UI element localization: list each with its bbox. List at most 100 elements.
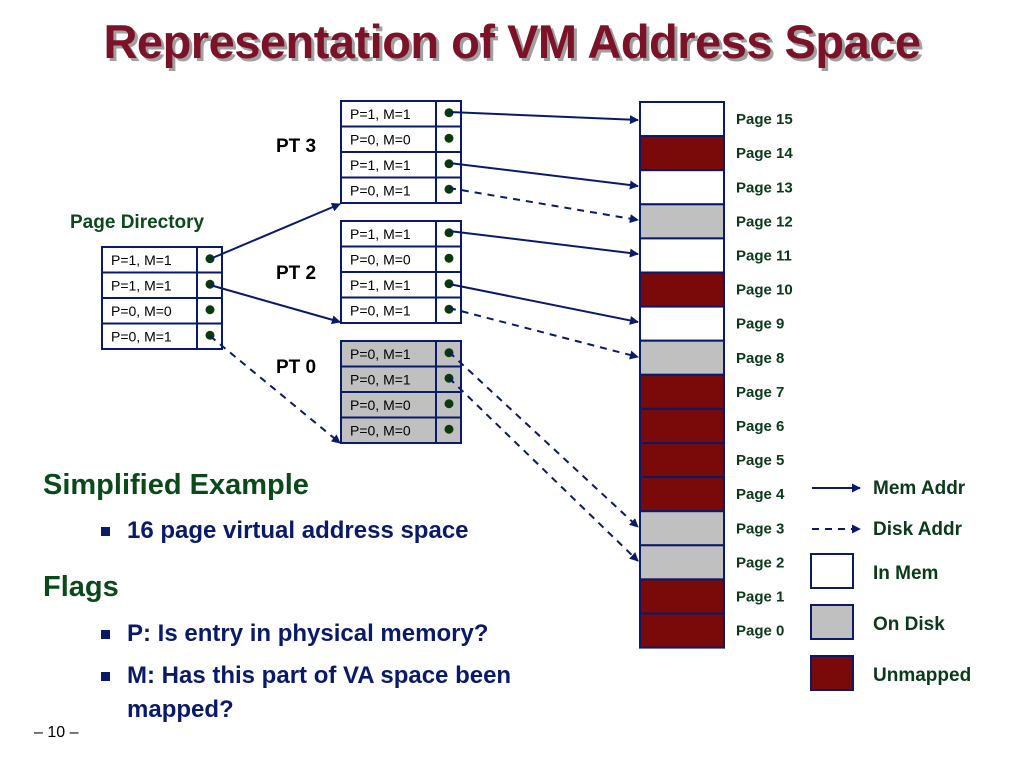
page-label: Page 9 (736, 316, 784, 333)
pt2-entry-text: P=1, M=1 (350, 277, 411, 293)
page-2-block: Page 2 (639, 544, 784, 581)
page-cell (639, 101, 725, 138)
legend-disk-addr-label: Disk Addr (873, 519, 963, 540)
legend-mem-addr-label: Mem Addr (873, 478, 966, 499)
pd-to-pt0-disk-arrow (209, 335, 341, 444)
pt0-entry: P=0, M=1 (340, 365, 462, 393)
pt3-to-page12-disk-arrow (448, 187, 639, 224)
bullet-square-icon (101, 630, 110, 639)
slide-title: Representation of VM Address Space (103, 15, 921, 68)
pt3-pointer-dot (444, 133, 454, 143)
page-label: Page 10 (736, 282, 793, 299)
page-label: Page 2 (736, 554, 784, 571)
page-cell (639, 476, 725, 513)
pt0-entry: P=0, M=1 (340, 340, 462, 368)
pd-entry-text: P=0, M=1 (111, 328, 172, 344)
pt3-entry: P=1, M=1 (340, 151, 462, 179)
page-cell (639, 169, 725, 206)
page-label: Page 8 (736, 350, 784, 367)
page-table-0: P=0, M=1P=0, M=1P=0, M=0P=0, M=0 (340, 340, 462, 444)
page-11-block: Page 11 (639, 237, 792, 274)
page-label: Page 12 (736, 213, 793, 230)
pt2-pointer-dot (444, 228, 454, 238)
pd-pointer-dot (205, 279, 215, 289)
page-0-block: Page 0 (639, 612, 784, 649)
pt2-to-page11-arrow (448, 230, 639, 258)
pt3-pointer-dot (444, 184, 454, 194)
page-label: Page 13 (736, 179, 793, 196)
page-cell (639, 203, 725, 240)
legend: Mem Addr Disk Addr In Mem On Disk Unmapp… (810, 478, 971, 691)
pt0-to-page3-disk-arrow (448, 351, 639, 528)
pt2-entry: P=1, M=1 (340, 220, 462, 248)
heading-simplified-example: Simplified Example (43, 469, 309, 501)
pd-to-pt2-arrow (209, 284, 341, 325)
pt2-entry-text: P=1, M=1 (350, 226, 411, 242)
page-5-block: Page 5 (639, 442, 784, 479)
page-directory-label: Page Directory (70, 212, 205, 233)
bullet-square-icon (101, 527, 110, 536)
bullet-m-flag: M: Has this part of VA space been mapped… (101, 659, 527, 727)
page-cell (639, 578, 725, 615)
pt0-label: PT 0 (276, 357, 316, 378)
pt0-to-page2-disk-arrow (448, 377, 639, 562)
page-label: Page 15 (736, 111, 793, 128)
pt0-entry: P=0, M=0 (340, 416, 462, 444)
bullet-p-flag: P: Is entry in physical memory? (101, 617, 567, 651)
pt2-label: PT 2 (276, 263, 316, 284)
page-cell (639, 510, 725, 547)
pt3-entry: P=1, M=1 (340, 100, 462, 128)
legend-in-mem-swatch (810, 553, 854, 589)
page-cell (639, 373, 725, 410)
page-cell (639, 612, 725, 649)
page-label: Page 14 (736, 145, 793, 162)
pd-entry: P=1, M=1 (101, 246, 223, 274)
pd-entry: P=0, M=0 (101, 297, 223, 325)
bullet-p-flag-text: P: Is entry in physical memory? (127, 620, 489, 647)
page-label: Page 11 (736, 247, 792, 264)
page-cell (639, 544, 725, 581)
pt3-to-page13-arrow (448, 162, 639, 190)
legend-on-disk-swatch (810, 604, 854, 640)
bullet-square-icon (101, 672, 110, 681)
pt2-pointer-dot (444, 253, 454, 263)
pt2-to-page8-disk-arrow (448, 307, 639, 360)
pt3-entry-text: P=1, M=1 (350, 157, 411, 173)
page-table-2: P=1, M=1P=0, M=0P=1, M=1P=0, M=1 (340, 220, 462, 324)
bullet-address-space: 16 page virtual address space (101, 514, 567, 548)
pt0-pointer-dot (444, 424, 454, 434)
bullet-m-flag-text: M: Has this part of VA space been mapped… (127, 662, 512, 723)
page-cell (639, 442, 725, 479)
pd-entry: P=1, M=1 (101, 271, 223, 299)
page-9-block: Page 9 (639, 305, 784, 342)
pt0-entry-text: P=0, M=1 (350, 371, 411, 387)
pt2-to-page9-arrow (448, 283, 639, 325)
page-14-block: Page 14 (639, 135, 793, 172)
pt0-entry-cell (340, 340, 437, 368)
legend-on-disk-label: On Disk (873, 614, 945, 635)
page-15-block: Page 15 (639, 101, 793, 138)
pt2-entry: P=0, M=1 (340, 296, 462, 324)
page-10-block: Page 10 (639, 271, 793, 308)
mapping-arrows (209, 111, 861, 562)
pt2-pointer-dot (444, 304, 454, 314)
page-7-block: Page 7 (639, 373, 784, 410)
virtual-pages: Page 15 Page 14 Page 13 Page 12 Page 11 Page … (639, 101, 793, 649)
pt0-entry-text: P=0, M=1 (350, 346, 411, 362)
pd-entry-text: P=1, M=1 (111, 252, 172, 268)
pt3-to-page15-arrow (448, 111, 639, 125)
legend-unmapped-swatch (810, 655, 854, 691)
page-cell (639, 305, 725, 342)
page-label: Page 1 (736, 588, 784, 605)
page-3-block: Page 3 (639, 510, 784, 547)
pd-entry-cell (101, 322, 198, 350)
pt2-entry-text: P=0, M=0 (350, 251, 411, 267)
pt3-entry: P=0, M=1 (340, 176, 462, 204)
pd-pointer-dot (205, 305, 215, 315)
pd-entry-cell (101, 246, 198, 274)
page-8-block: Page 8 (639, 339, 784, 376)
page-4-block: Page 4 (639, 476, 785, 513)
pt3-entry-cell (340, 176, 437, 204)
page-13-block: Page 13 (639, 169, 793, 206)
